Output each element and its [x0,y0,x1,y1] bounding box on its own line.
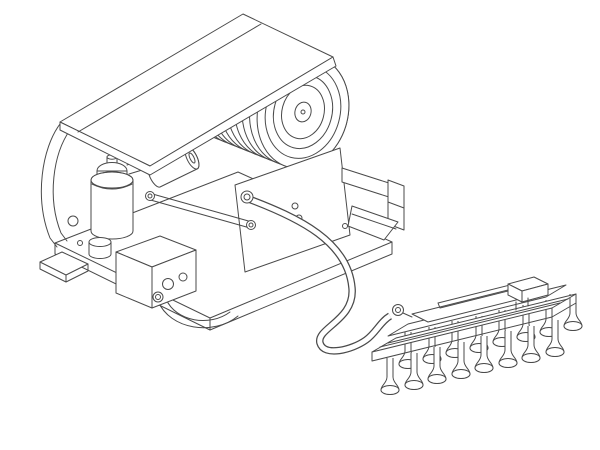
bent-bracket [347,205,399,241]
control-knob-small [178,272,188,282]
frame-hole [67,215,79,227]
bottom-bracket [157,298,239,329]
vacuum-hose [240,190,393,355]
bracket-arm [341,167,393,199]
connecting-rod [145,191,256,230]
cover-fold-line [77,23,262,133]
lifter-handle [411,276,549,323]
suction-lifter [371,276,583,395]
pump-dome [96,162,128,172]
hose-inlet-fitting [392,304,413,318]
side-brackets [341,167,405,241]
left-foot [39,251,89,283]
pump-foot [88,237,112,259]
handle-block [507,276,549,303]
pump-unit [39,13,405,331]
handle-bar [437,281,525,309]
plate-hole [291,202,299,210]
control-box [115,235,197,309]
control-knob [162,278,174,290]
suction-cup [380,357,400,395]
handle-supports [515,297,529,311]
side-frame [40,123,83,248]
connector-port [152,291,164,303]
motor-hub [294,101,312,123]
hose-outlet-fitting [240,190,254,204]
frame-bolt [77,240,83,246]
top-cover [59,13,337,176]
